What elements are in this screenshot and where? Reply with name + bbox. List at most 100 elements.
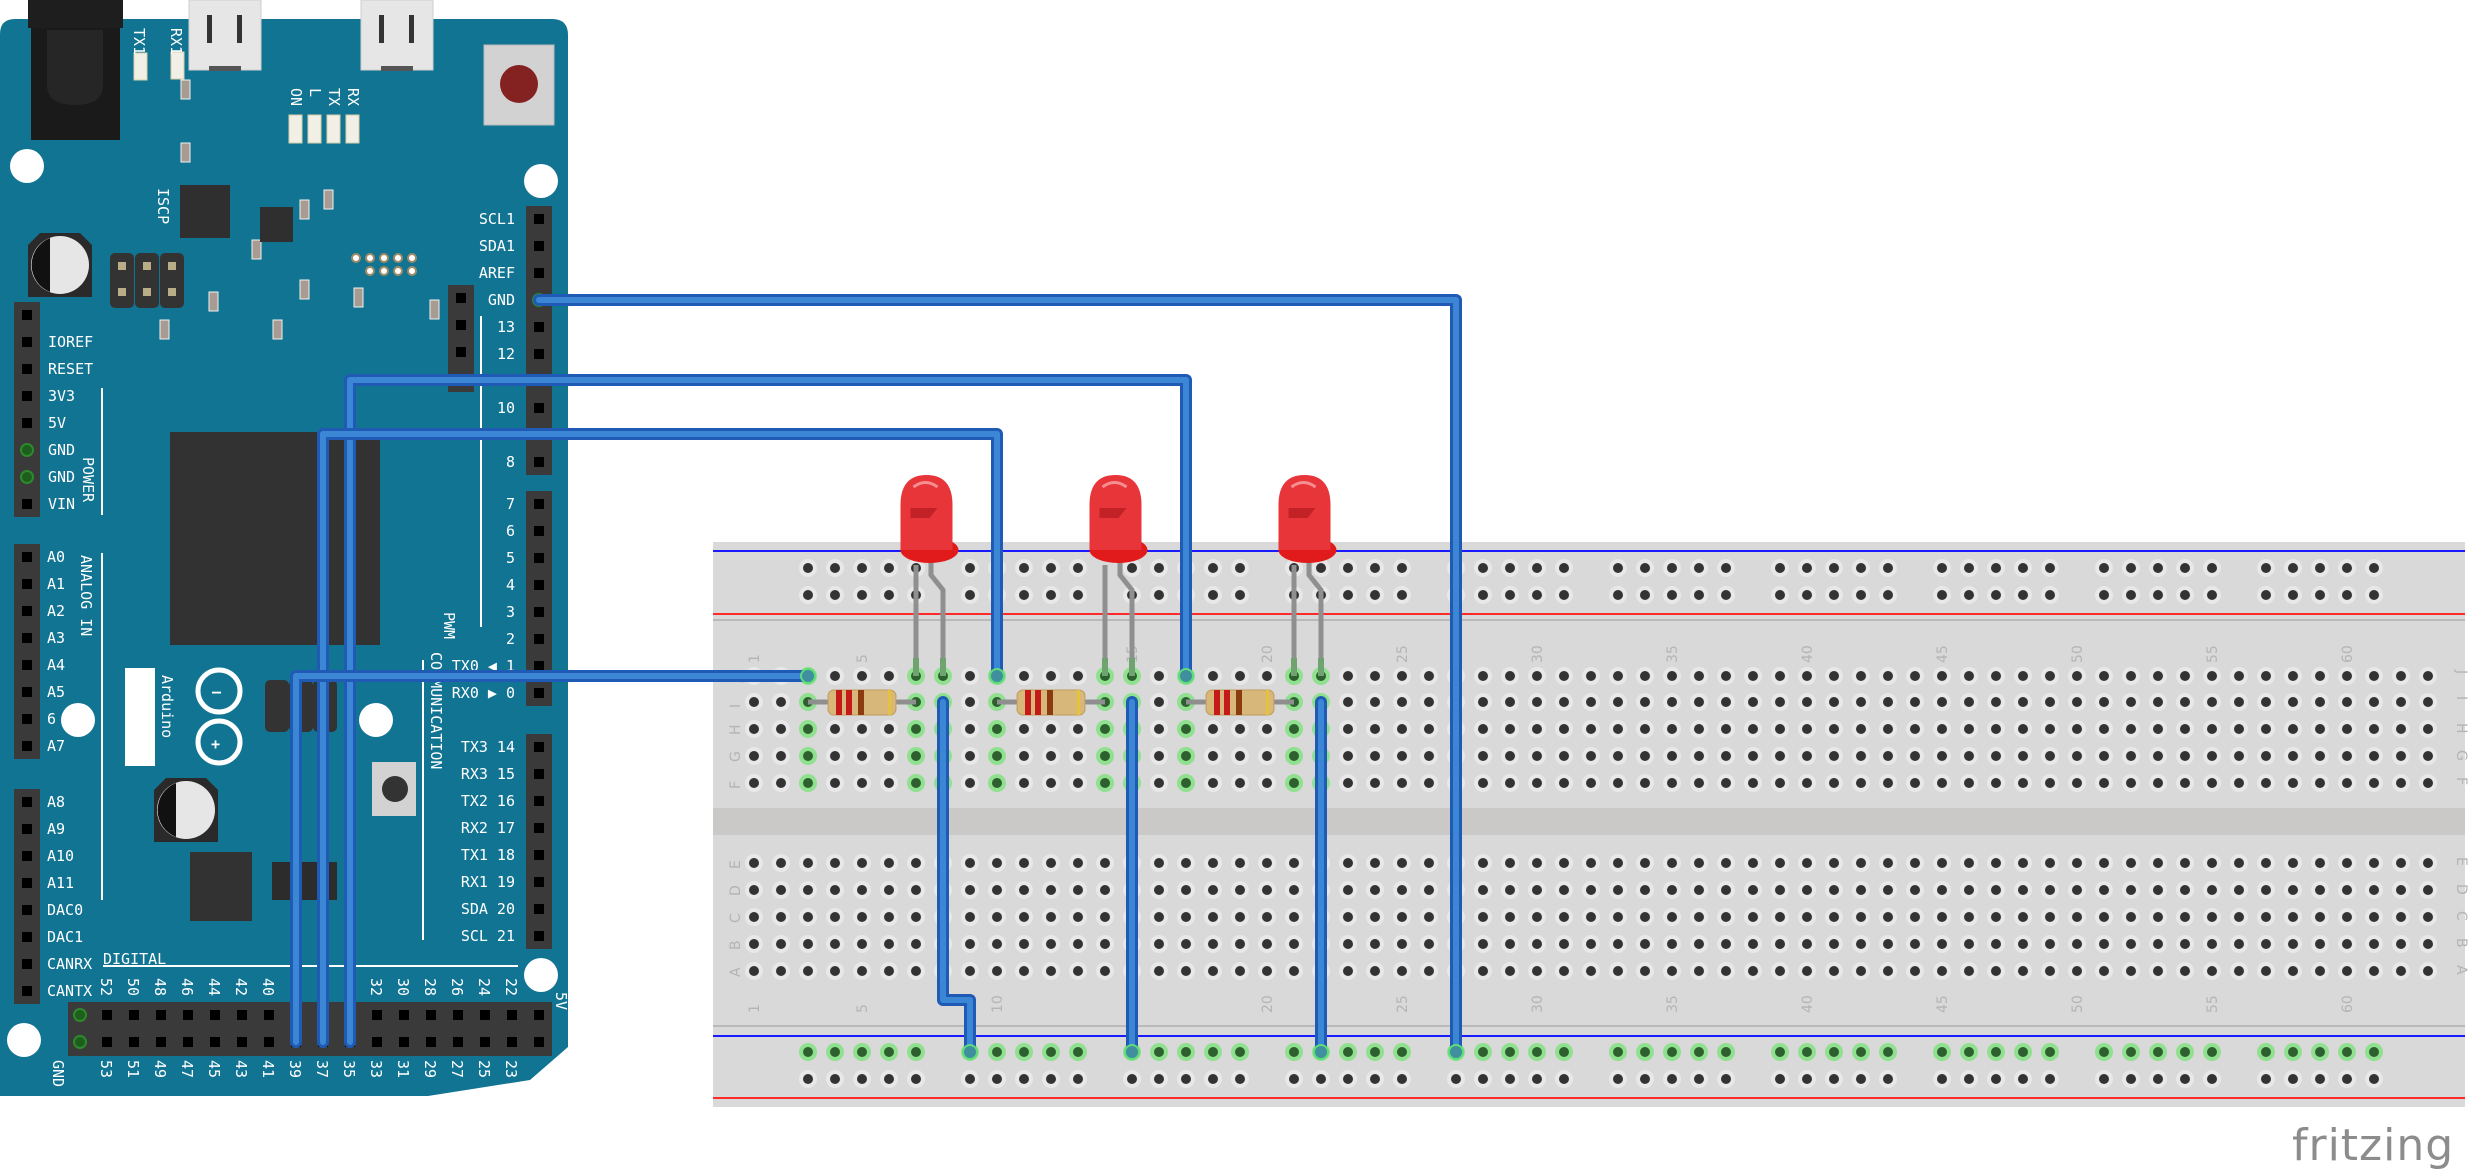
hole-B31[interactable] <box>1559 939 1569 949</box>
hole-F10[interactable] <box>992 778 1002 788</box>
hole-F41[interactable] <box>1829 778 1839 788</box>
pin-socket[interactable] <box>210 1010 220 1020</box>
hole-D52[interactable] <box>2126 885 2136 895</box>
hole-H26[interactable] <box>1424 724 1434 734</box>
hole-C18[interactable] <box>1208 912 1218 922</box>
rail-bottom-gnd-hole[interactable] <box>1856 1047 1866 1057</box>
hole-I28[interactable] <box>1478 697 1488 707</box>
rail-bottom-pos-hole[interactable] <box>1721 1074 1731 1084</box>
hole-F47[interactable] <box>1991 778 2001 788</box>
hole-I31[interactable] <box>1559 697 1569 707</box>
hole-G30[interactable] <box>1532 751 1542 761</box>
hole-D32[interactable] <box>1586 885 1596 895</box>
hole-A13[interactable] <box>1073 966 1083 976</box>
hole-E49[interactable] <box>2045 858 2055 868</box>
hole-G46[interactable] <box>1964 751 1974 761</box>
hole-D63[interactable] <box>2423 885 2433 895</box>
hole-B10[interactable] <box>992 939 1002 949</box>
hole-D38[interactable] <box>1748 885 1758 895</box>
hole-A38[interactable] <box>1748 966 1758 976</box>
pin-socket[interactable] <box>534 403 544 413</box>
hole-H11[interactable] <box>1019 724 1029 734</box>
rail-top-neg-hole[interactable] <box>1775 563 1785 573</box>
hole-D4[interactable] <box>830 885 840 895</box>
hole-H4[interactable] <box>830 724 840 734</box>
hole-I47[interactable] <box>1991 697 2001 707</box>
hole-A61[interactable] <box>2369 966 2379 976</box>
hole-H58[interactable] <box>2288 724 2298 734</box>
hole-E6[interactable] <box>884 858 894 868</box>
rail-bottom-pos-hole[interactable] <box>2099 1074 2109 1084</box>
hole-C35[interactable] <box>1667 912 1677 922</box>
hole-G32[interactable] <box>1586 751 1596 761</box>
hole-A17[interactable] <box>1181 966 1191 976</box>
hole-J13[interactable] <box>1073 671 1083 681</box>
rail-bottom-gnd-hole[interactable] <box>2153 1047 2163 1057</box>
hole-I54[interactable] <box>2180 697 2190 707</box>
hole-H63[interactable] <box>2423 724 2433 734</box>
rail-top-pos-hole[interactable] <box>2369 590 2379 600</box>
hole-H56[interactable] <box>2234 724 2244 734</box>
pin-socket[interactable] <box>534 499 544 509</box>
hole-J47[interactable] <box>1991 671 2001 681</box>
wire-pin35-endpoint[interactable] <box>1178 668 1194 684</box>
hole-D18[interactable] <box>1208 885 1218 895</box>
hole-J58[interactable] <box>2288 671 2298 681</box>
hole-A54[interactable] <box>2180 966 2190 976</box>
rail-bottom-gnd-hole[interactable] <box>1397 1047 1407 1057</box>
hole-G50[interactable] <box>2072 751 2082 761</box>
hole-I59[interactable] <box>2315 697 2325 707</box>
resistor-r1[interactable] <box>808 689 916 716</box>
rail-bottom-gnd-hole[interactable] <box>2369 1047 2379 1057</box>
hole-C1[interactable] <box>749 912 759 922</box>
rail-bottom-gnd-hole[interactable] <box>911 1047 921 1057</box>
hole-I43[interactable] <box>1883 697 1893 707</box>
hole-F2[interactable] <box>776 778 786 788</box>
hole-A12[interactable] <box>1046 966 1056 976</box>
hole-F52[interactable] <box>2126 778 2136 788</box>
hole-F20[interactable] <box>1262 778 1272 788</box>
hole-C48[interactable] <box>2018 912 2028 922</box>
hole-H60[interactable] <box>2342 724 2352 734</box>
hole-J45[interactable] <box>1937 671 1947 681</box>
hole-F30[interactable] <box>1532 778 1542 788</box>
hole-H30[interactable] <box>1532 724 1542 734</box>
pin-socket[interactable] <box>22 797 32 807</box>
hole-J18[interactable] <box>1208 671 1218 681</box>
hole-H28[interactable] <box>1478 724 1488 734</box>
hole-B13[interactable] <box>1073 939 1083 949</box>
rail-bottom-pos-hole[interactable] <box>1883 1074 1893 1084</box>
rail-top-pos-hole[interactable] <box>1208 590 1218 600</box>
rail-top-pos-hole[interactable] <box>2153 590 2163 600</box>
rail-bottom-gnd-hole[interactable] <box>803 1047 813 1057</box>
hole-B38[interactable] <box>1748 939 1758 949</box>
hole-E33[interactable] <box>1613 858 1623 868</box>
hole-H16[interactable] <box>1154 724 1164 734</box>
hole-F48[interactable] <box>2018 778 2028 788</box>
hole-D45[interactable] <box>1937 885 1947 895</box>
pin-socket[interactable] <box>22 905 32 915</box>
hole-B26[interactable] <box>1424 939 1434 949</box>
pin-socket[interactable] <box>534 580 544 590</box>
hole-G59[interactable] <box>2315 751 2325 761</box>
hole-C38[interactable] <box>1748 912 1758 922</box>
hole-C29[interactable] <box>1505 912 1515 922</box>
hole-D14[interactable] <box>1100 885 1110 895</box>
rail-bottom-gnd-hole[interactable] <box>2342 1047 2352 1057</box>
hole-G10[interactable] <box>992 751 1002 761</box>
hole-I33[interactable] <box>1613 697 1623 707</box>
hole-D2[interactable] <box>776 885 786 895</box>
hole-J20[interactable] <box>1262 671 1272 681</box>
pin-socket[interactable] <box>480 1010 490 1020</box>
hole-G34[interactable] <box>1640 751 1650 761</box>
hole-G58[interactable] <box>2288 751 2298 761</box>
rail-bottom-pos-hole[interactable] <box>2261 1074 2271 1084</box>
hole-B5[interactable] <box>857 939 867 949</box>
hole-F13[interactable] <box>1073 778 1083 788</box>
hole-I46[interactable] <box>1964 697 1974 707</box>
hole-H41[interactable] <box>1829 724 1839 734</box>
pin-socket[interactable] <box>22 741 32 751</box>
rail-top-pos-hole[interactable] <box>1154 590 1164 600</box>
rail-bottom-gnd-hole[interactable] <box>992 1047 1002 1057</box>
rail-bottom-gnd-hole[interactable] <box>1991 1047 2001 1057</box>
